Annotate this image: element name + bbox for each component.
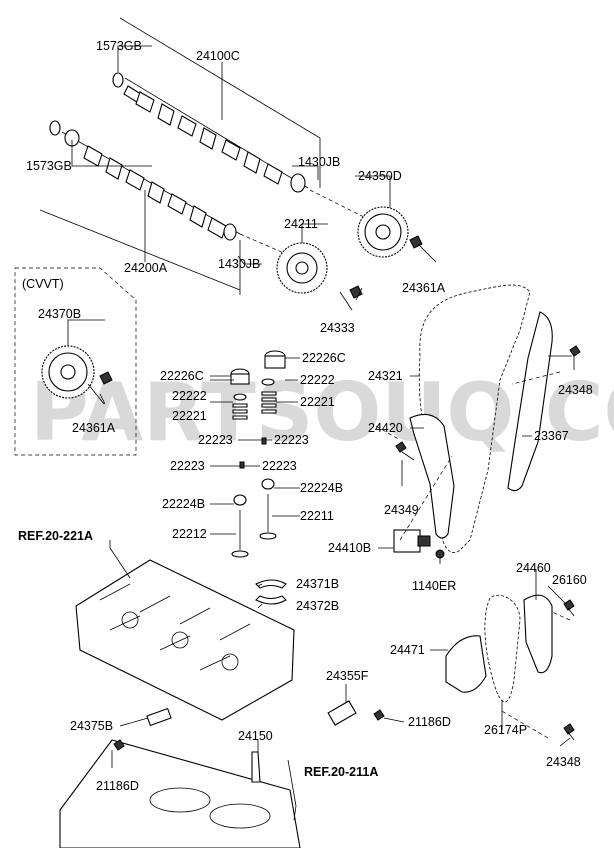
label-22212[interactable]: 22212	[172, 527, 207, 541]
label-cvvt-group: (CVVT)	[22, 277, 64, 291]
camshaft-intake[interactable]	[112, 72, 309, 193]
label-22223-4[interactable]: 22223	[262, 459, 297, 473]
chain-lever-24420[interactable]	[409, 413, 455, 539]
bolt-24349[interactable]	[395, 441, 415, 461]
label-22226c-left[interactable]: 22226C	[160, 369, 204, 383]
valve-train[interactable]	[230, 350, 286, 558]
label-1573gb-top[interactable]: 1573GB	[96, 39, 142, 53]
cvvt-unit-24350d[interactable]	[357, 206, 409, 258]
label-22221-left[interactable]: 22221	[172, 409, 207, 423]
lever-24471[interactable]	[445, 635, 487, 693]
bolt-24348-bottom[interactable]	[563, 723, 575, 741]
label-24372b[interactable]: 24372B	[296, 599, 339, 613]
label-24370b[interactable]: 24370B	[38, 307, 81, 321]
label-24349[interactable]: 24349	[384, 503, 419, 517]
label-21186d-right[interactable]: 21186D	[408, 715, 451, 729]
label-22224b-right[interactable]: 22224B	[300, 481, 343, 495]
label-24211[interactable]: 24211	[284, 217, 318, 231]
label-21186d-left[interactable]: 21186D	[96, 779, 139, 793]
tensioner-24410b[interactable]	[393, 529, 431, 553]
bolt-21186d-right[interactable]	[373, 709, 385, 721]
chain-26174p[interactable]	[484, 594, 521, 703]
cvvt-unit-24370b[interactable]	[41, 345, 95, 399]
label-24150[interactable]: 24150	[238, 729, 273, 743]
label-1430jb-top[interactable]: 1430JB	[298, 155, 340, 169]
cylinder-head[interactable]	[75, 559, 295, 721]
label-24200a[interactable]: 24200A	[124, 261, 168, 275]
label-24350d[interactable]: 24350D	[358, 169, 402, 183]
label-24355f[interactable]: 24355F	[326, 669, 369, 683]
camshaft-exhaust[interactable]	[49, 120, 241, 241]
sensor-24375b[interactable]	[146, 707, 172, 727]
ref-upper[interactable]: REF.20-221A	[18, 529, 93, 543]
bolt-24361a-left[interactable]	[87, 371, 113, 405]
label-24460[interactable]: 24460	[516, 561, 551, 575]
oil-control-valve-24355f[interactable]	[327, 700, 357, 726]
bolt-1140er[interactable]	[435, 549, 445, 559]
cvvt-group-box	[14, 267, 137, 456]
label-24348-bottom[interactable]: 24348	[546, 755, 581, 769]
label-24321[interactable]: 24321	[368, 369, 403, 383]
label-22221-right[interactable]: 22221	[300, 395, 335, 409]
label-22223-3[interactable]: 22223	[170, 459, 205, 473]
label-24361a-left[interactable]: 24361A	[72, 421, 116, 435]
label-24471[interactable]: 24471	[390, 643, 425, 657]
label-24361a-right[interactable]: 24361A	[402, 281, 446, 295]
label-24410b[interactable]: 24410B	[328, 541, 371, 555]
label-24100c[interactable]: 24100C	[196, 49, 240, 63]
label-22224b-left[interactable]: 22224B	[162, 497, 205, 511]
label-24348-top[interactable]: 24348	[558, 383, 593, 397]
label-24333[interactable]: 24333	[320, 321, 355, 335]
label-26174p[interactable]: 26174P	[484, 723, 527, 737]
guide-24460[interactable]	[523, 594, 553, 674]
label-22222-left[interactable]: 22222	[172, 389, 207, 403]
label-22223-2[interactable]: 22223	[274, 433, 309, 447]
label-24375b[interactable]: 24375B	[70, 719, 113, 733]
sprocket-24211[interactable]	[276, 242, 328, 294]
bearing-24372b[interactable]	[255, 595, 287, 605]
label-1140er[interactable]: 1140ER	[412, 579, 456, 593]
label-1573gb-mid[interactable]: 1573GB	[26, 159, 72, 173]
dipstick-24150[interactable]	[251, 751, 261, 783]
chain-guide-23367[interactable]	[507, 311, 553, 492]
label-23367[interactable]: 23367	[534, 429, 569, 443]
label-22222-right[interactable]: 22222	[300, 373, 335, 387]
label-22211[interactable]: 22211	[300, 509, 334, 523]
bolt-24333[interactable]	[339, 285, 363, 311]
label-22226c-right[interactable]: 22226C	[302, 351, 346, 365]
label-24371b[interactable]: 24371B	[296, 577, 339, 591]
label-1430jb-mid[interactable]: 1430JB	[218, 257, 260, 271]
cylinder-block[interactable]	[59, 739, 301, 848]
label-26160[interactable]: 26160	[552, 573, 587, 587]
bolt-21186d-left[interactable]	[113, 739, 125, 751]
bolt-24348-top[interactable]	[569, 345, 581, 370]
ref-lower[interactable]: REF.20-211A	[304, 765, 378, 779]
bearing-24371b[interactable]	[255, 579, 287, 589]
bolt-24361a-right[interactable]	[409, 235, 437, 263]
bolt-26160[interactable]	[563, 599, 575, 617]
label-22223-1[interactable]: 22223	[198, 433, 233, 447]
label-24420[interactable]: 24420	[368, 421, 403, 435]
